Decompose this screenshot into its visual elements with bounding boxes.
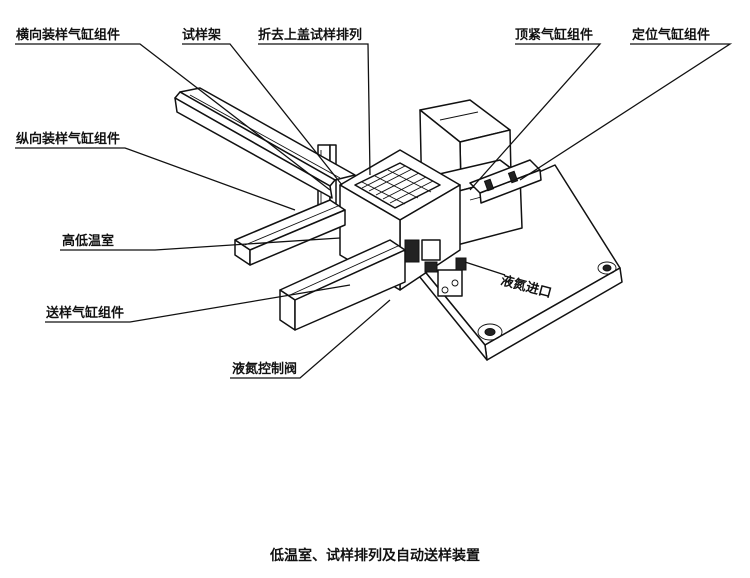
positioning-cylinder-body bbox=[469, 159, 542, 204]
label-positioning-cylinder: 定位气缸组件 bbox=[631, 27, 710, 43]
horizontal-cylinder-body bbox=[174, 87, 356, 199]
label-horizontal-cylinder: 横向装样气缸组件 bbox=[16, 27, 120, 43]
feed-cylinder-body bbox=[279, 239, 406, 331]
label-vertical-cylinder: 纵向装样气缸组件 bbox=[16, 131, 120, 147]
leader-lines bbox=[15, 43, 733, 379]
label-top-cylinder: 顶紧气缸组件 bbox=[515, 27, 593, 43]
figure-caption: 低温室、试样排列及自动送样装置 bbox=[269, 547, 480, 564]
label-feed-cylinder: 送样气缸组件 bbox=[45, 305, 124, 321]
vertical-cylinder-body bbox=[234, 199, 346, 266]
label-lid-sample-row: 折去上盖试样排列 bbox=[258, 27, 362, 43]
base-plate bbox=[394, 164, 623, 361]
label-chamber: 高低温室 bbox=[62, 233, 114, 249]
label-sample-rack: 试样架 bbox=[182, 27, 221, 43]
label-valve: 液氮控制阀 bbox=[232, 361, 297, 377]
